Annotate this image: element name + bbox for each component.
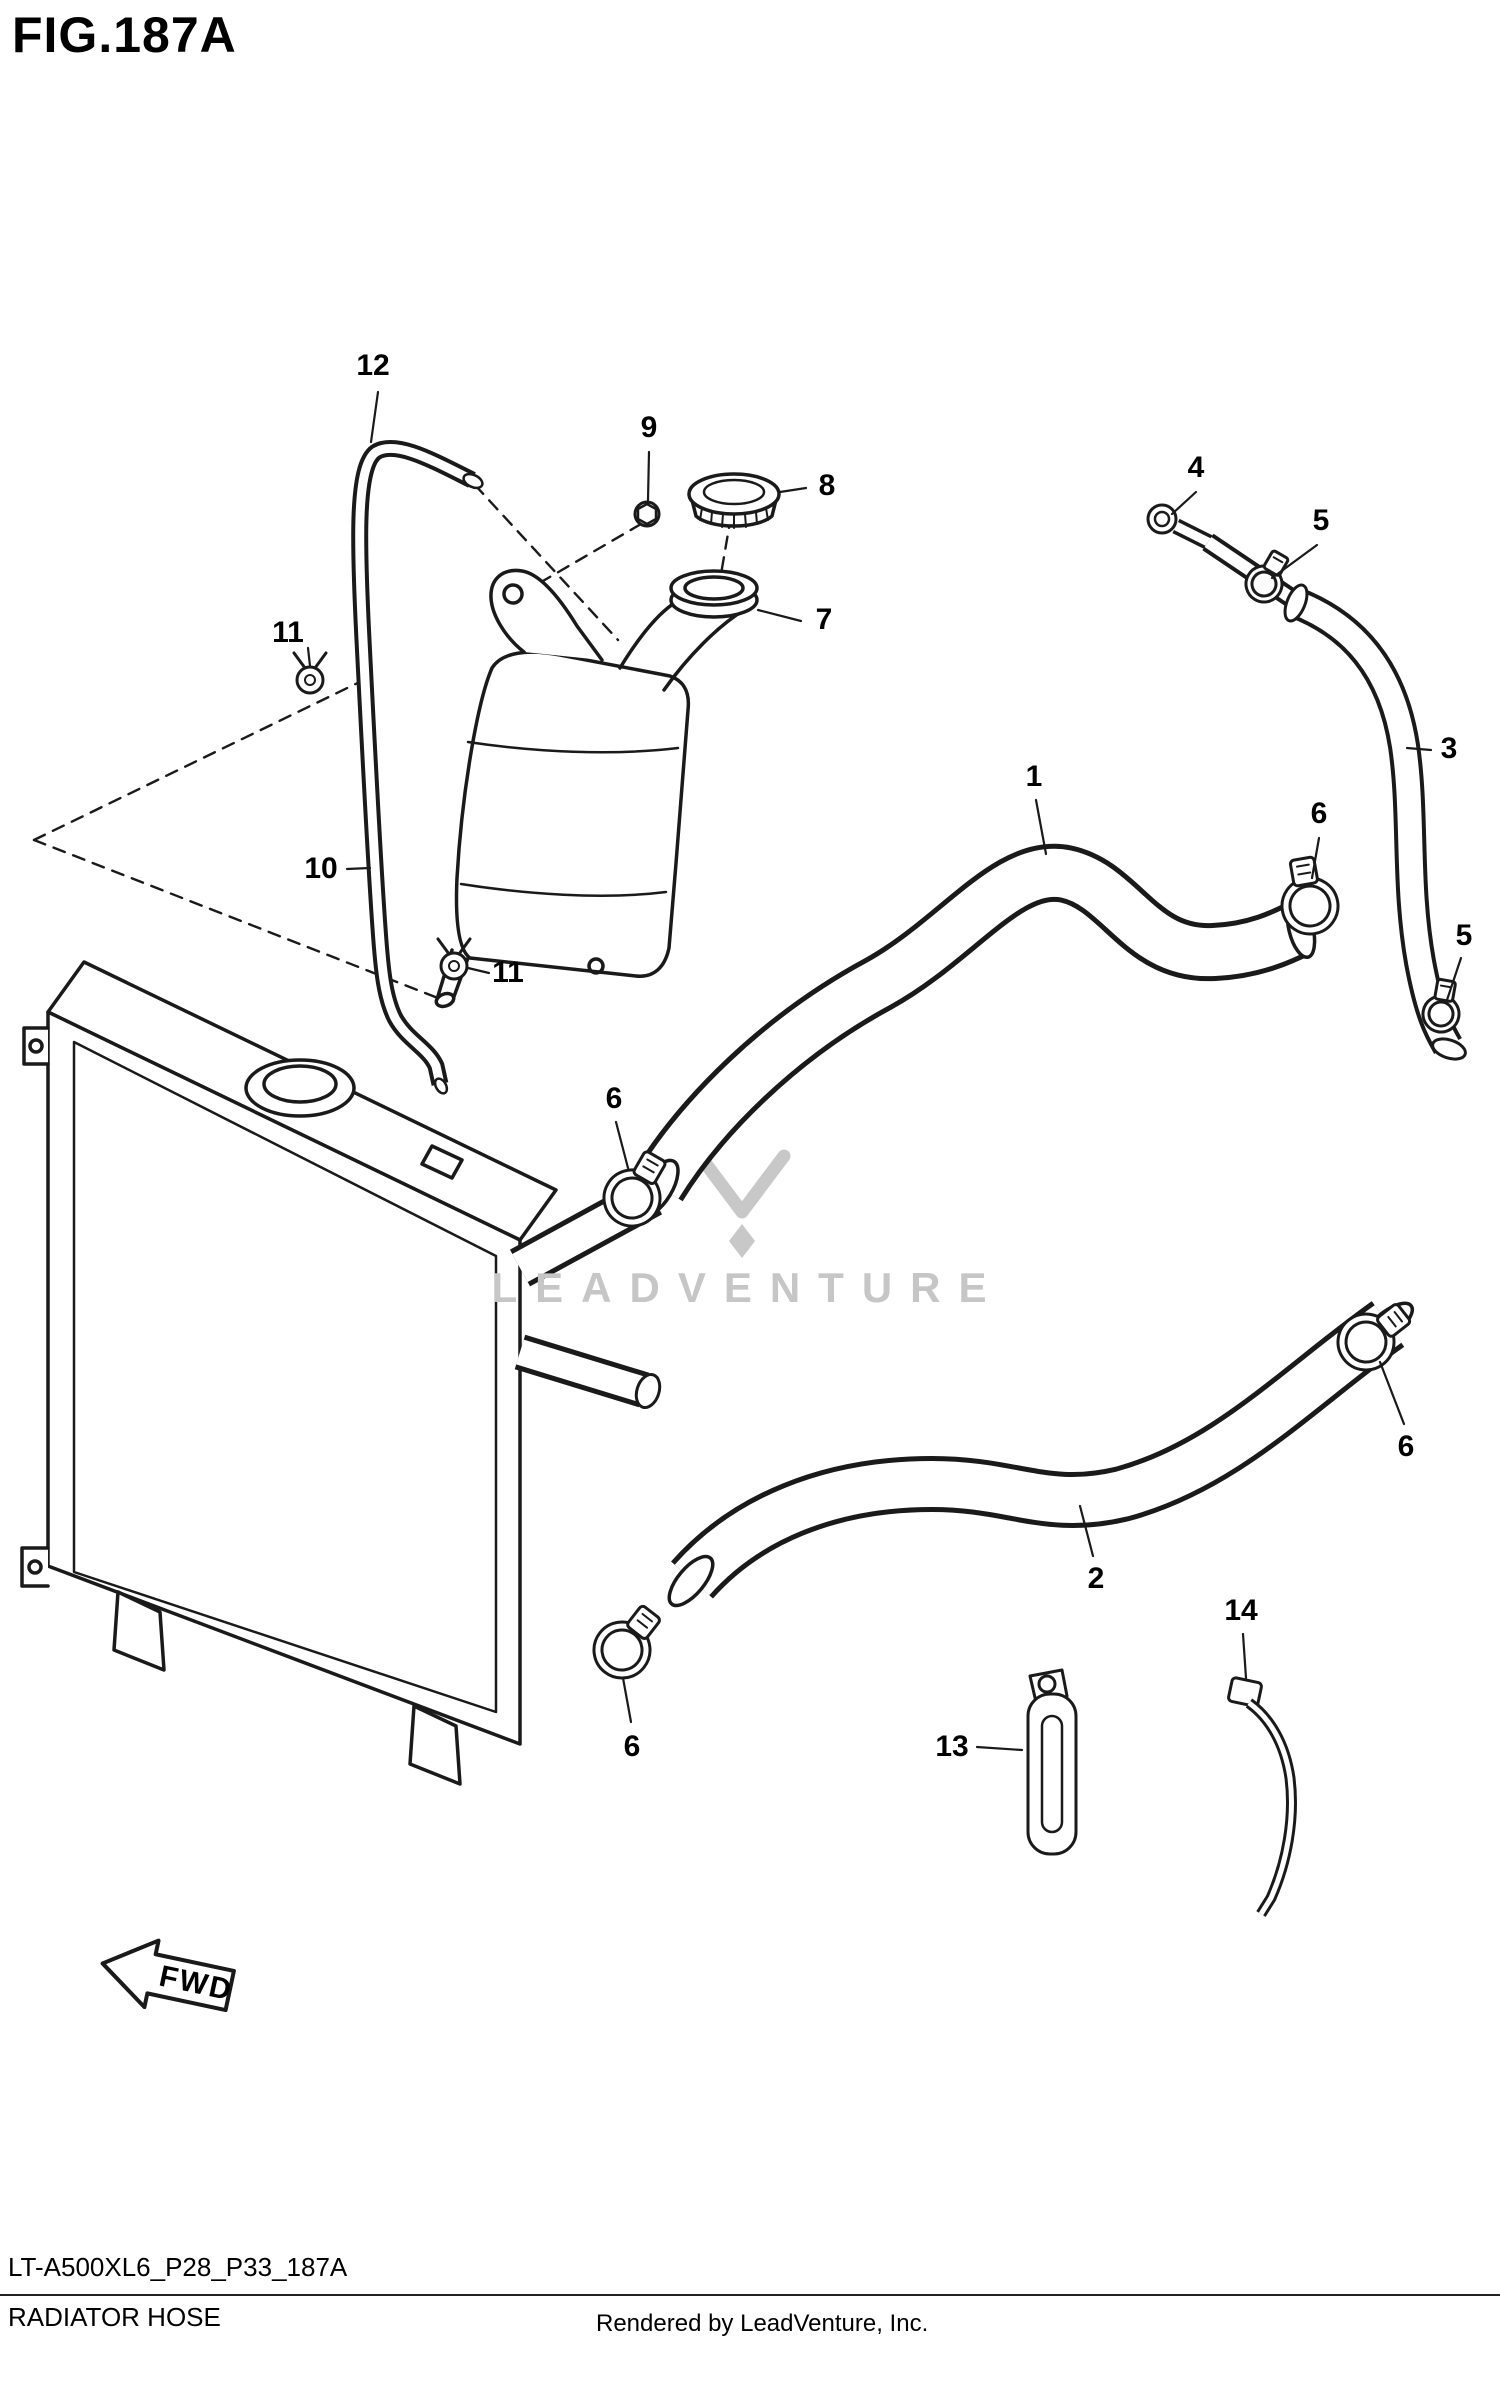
radiator-core-frame: [72, 1040, 498, 1714]
callout-8: 8: [818, 469, 836, 502]
reservoir-tank: [434, 568, 759, 1009]
callout-10: 10: [304, 852, 338, 885]
hose-clamp-6-upper-right: [1280, 855, 1340, 936]
footer-figure-name: RADIATOR HOSE: [8, 2302, 221, 2332]
footer-rendered-by: Rendered by LeadVenture, Inc.: [596, 2310, 929, 2337]
radiator-hose-upper: [633, 843, 1317, 1218]
callout-12: 12: [356, 349, 390, 382]
radiator: [20, 960, 558, 1786]
stay-bracket: [1026, 1668, 1078, 1856]
callout-9: 9: [640, 411, 658, 444]
watermark-logo-icon: [693, 1149, 791, 1258]
callout-6b: 6: [605, 1082, 623, 1115]
radiator-left-tab-upper: [22, 1026, 50, 1066]
radiator-cap: [244, 1058, 356, 1118]
callout-5b: 5: [1455, 919, 1473, 952]
hose-clamp-6-upper-left: [602, 1150, 667, 1228]
callout-11a: 11: [272, 616, 304, 649]
footer-divider: [0, 2294, 1500, 2296]
radiator-front-face: [46, 1010, 522, 1746]
bracket-hole: [502, 583, 524, 605]
radiator-foot-left: [112, 1590, 166, 1672]
radiator-hose-lower: [667, 1301, 1415, 1608]
hose-clamp-5-lower: [1421, 977, 1461, 1034]
hose-clamp-6-lower-right: [1336, 1303, 1412, 1372]
callout-4: 4: [1187, 451, 1205, 484]
cable-tie: [1227, 1676, 1297, 1917]
callout-13: 13: [935, 1730, 969, 1763]
callout-2: 2: [1087, 1562, 1105, 1595]
callout-11b: 11: [492, 956, 524, 989]
callout-7: 7: [815, 603, 833, 636]
tank-cap: [687, 472, 781, 529]
figure-title: FIG.187A: [12, 7, 237, 63]
callout-6c: 6: [1397, 1430, 1415, 1463]
tank-bracket-arm: [489, 568, 604, 662]
hose-clamp-5-upper: [1244, 549, 1290, 604]
leader-lines: [306, 390, 1463, 1752]
callout-3: 3: [1440, 732, 1458, 765]
overflow-hose: [351, 439, 484, 1095]
fwd-arrow: [100, 1938, 236, 2013]
callout-1: 1: [1025, 760, 1043, 793]
callout-14: 14: [1224, 1594, 1258, 1627]
bracket-screw: [633, 500, 661, 528]
radiator-left-tab-lower: [20, 1546, 50, 1588]
hose-clamp-6-lower-left: [592, 1604, 661, 1680]
wire-clip-11-lower: [436, 937, 472, 981]
radiator-top-block: [420, 1144, 464, 1180]
callout-6d: 6: [623, 1730, 641, 1763]
callout-5a: 5: [1312, 504, 1330, 537]
tank-mount-hole: [587, 957, 605, 975]
tank-seam: [459, 882, 668, 897]
footer-part-code: LT-A500XL6_P28_P33_187A: [8, 2252, 348, 2282]
callout-6a: 6: [1310, 797, 1328, 830]
tank-seam: [466, 740, 680, 754]
tank-body: [454, 650, 691, 978]
joint-bolt: [1146, 503, 1178, 535]
radiator-foot-right: [408, 1704, 462, 1786]
watermark-text: LEADVENTURE: [491, 1264, 1005, 1311]
